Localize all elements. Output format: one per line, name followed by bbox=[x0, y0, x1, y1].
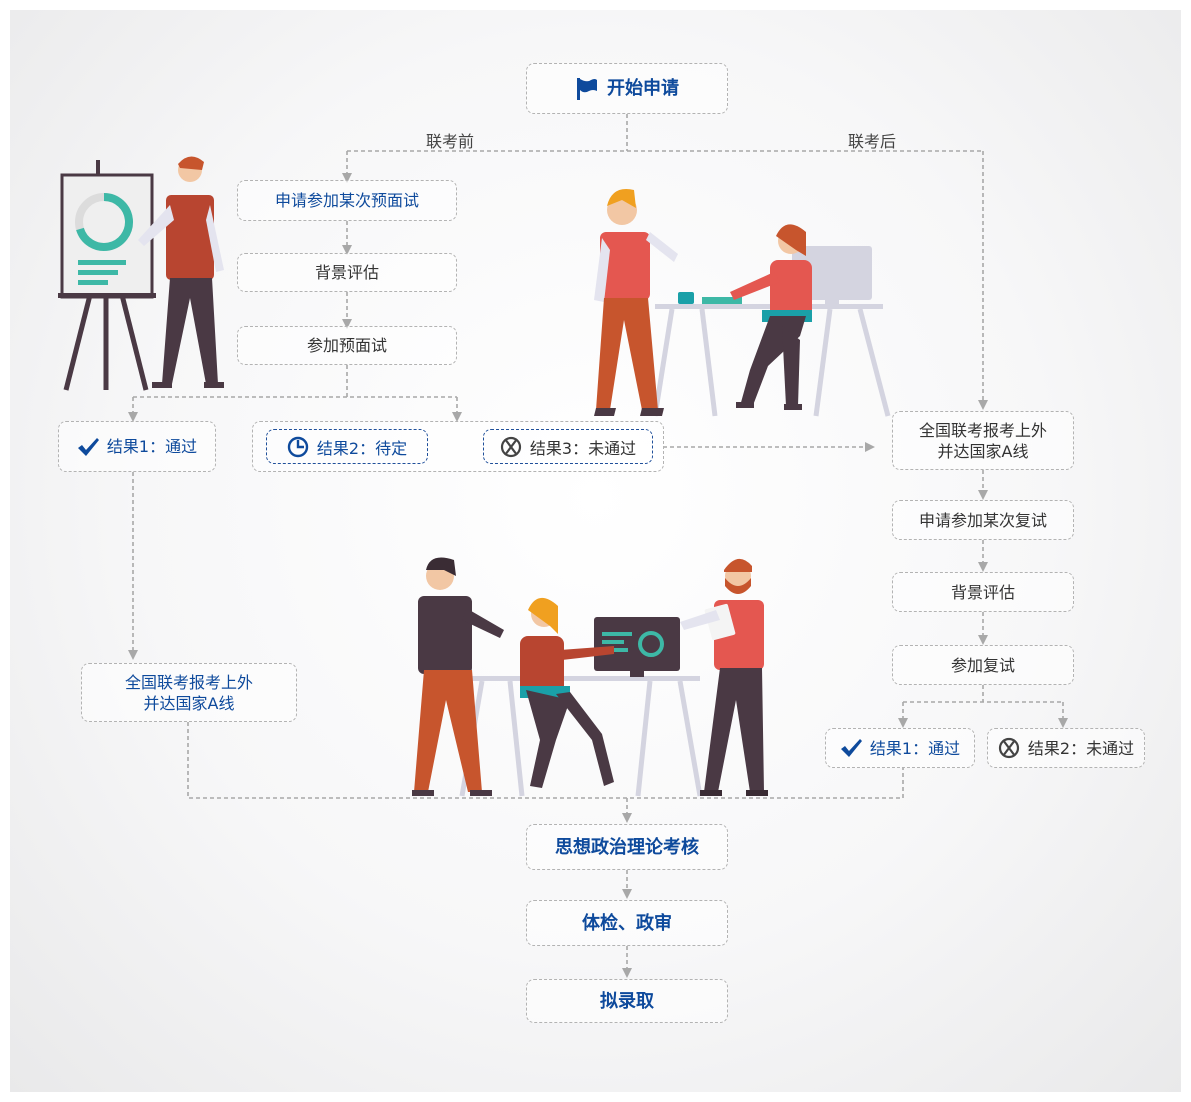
check-icon bbox=[77, 437, 99, 457]
right-result-fail-label: 结果2：未通过 bbox=[1027, 738, 1135, 758]
final-step-political-assessment[interactable]: 思想政治理论考核 bbox=[526, 824, 728, 870]
meeting-illustration bbox=[594, 189, 891, 417]
connectors bbox=[128, 114, 1068, 978]
final-step-pre-admission[interactable]: 拟录取 bbox=[526, 979, 728, 1023]
right-step-background-assessment[interactable]: 背景评估 bbox=[892, 572, 1074, 612]
left-step-background-assessment[interactable]: 背景评估 bbox=[237, 253, 457, 292]
branch-label-after: 联考后 bbox=[848, 132, 897, 151]
right-result-fail[interactable]: 结果2：未通过 bbox=[987, 728, 1145, 768]
final-step-medical-review[interactable]: 体检、政审 bbox=[526, 900, 728, 946]
left-result-fail[interactable]: 结果3：未通过 bbox=[483, 429, 653, 464]
flowchart: 开始申请 联考前 联考后 申请参加某次预面试 背景评估 参加预面试 结果1：通过… bbox=[10, 10, 1181, 1092]
left-result-pending-label: 结果2：待定 bbox=[316, 438, 408, 458]
right-result-pass-label: 结果1：通过 bbox=[869, 738, 961, 758]
start-node[interactable]: 开始申请 bbox=[526, 63, 728, 114]
left-result-pass[interactable]: 结果1：通过 bbox=[58, 421, 216, 472]
check-icon bbox=[840, 738, 862, 758]
cross-circle-icon bbox=[998, 737, 1020, 759]
left-result-pending[interactable]: 结果2：待定 bbox=[266, 429, 428, 464]
left-score-line[interactable]: 全国联考报考上外 并达国家A线 bbox=[81, 663, 297, 722]
right-score-line-text: 全国联考报考上外 并达国家A线 bbox=[918, 420, 1047, 461]
clock-icon bbox=[287, 436, 309, 458]
left-step-apply-pre-interview[interactable]: 申请参加某次预面试 bbox=[237, 180, 457, 221]
left-result-pass-label: 结果1：通过 bbox=[106, 437, 198, 456]
left-result-fail-label: 结果3：未通过 bbox=[529, 438, 637, 458]
connector-layer bbox=[58, 114, 1068, 978]
branch-label-before: 联考前 bbox=[426, 132, 475, 151]
right-step-attend-retest[interactable]: 参加复试 bbox=[892, 645, 1074, 685]
left-score-line-text: 全国联考报考上外 并达国家A线 bbox=[124, 672, 253, 713]
cross-circle-icon bbox=[500, 436, 522, 458]
flag-icon bbox=[575, 77, 599, 101]
left-step-attend-pre-interview[interactable]: 参加预面试 bbox=[237, 326, 457, 365]
right-score-line[interactable]: 全国联考报考上外 并达国家A线 bbox=[892, 411, 1074, 470]
right-result-pass[interactable]: 结果1：通过 bbox=[825, 728, 975, 768]
team-illustration bbox=[412, 557, 768, 797]
start-label: 开始申请 bbox=[607, 78, 679, 99]
presenter-illustration bbox=[58, 156, 224, 391]
right-step-apply-retest[interactable]: 申请参加某次复试 bbox=[892, 500, 1074, 540]
